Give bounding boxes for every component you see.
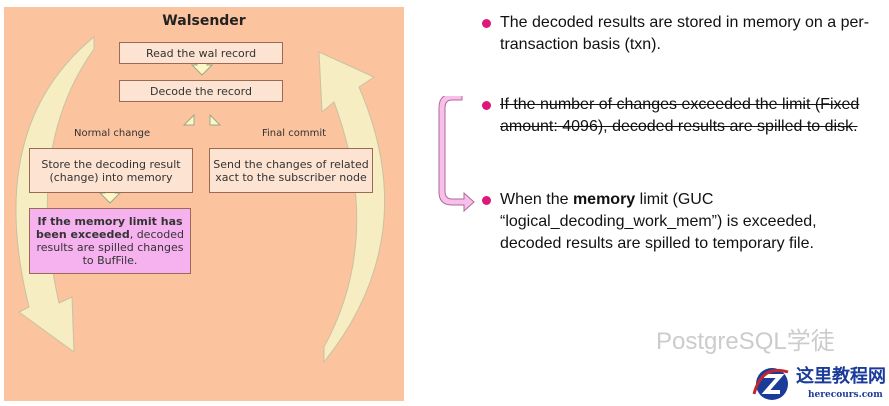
bullet-3: When the memory limit (GUC “logical_deco… bbox=[500, 189, 870, 255]
send-box: Send the changes of related xact to the … bbox=[209, 148, 373, 193]
watermark: PostgreSQL学徒 bbox=[656, 328, 835, 355]
logo-url: herecours.com bbox=[808, 390, 883, 400]
bullet-dot bbox=[482, 19, 491, 28]
final-commit-label: Final commit bbox=[262, 128, 327, 139]
b3-post: limit (GUC “logical_decoding_work_mem”) … bbox=[500, 191, 817, 252]
spill-bold: If the memory limit has been exceeded bbox=[36, 215, 183, 241]
left-branch-arrow-icon bbox=[182, 113, 195, 126]
bullet-dot bbox=[482, 196, 491, 205]
b3-bold: memory bbox=[572, 191, 636, 208]
decode-box: Decode the record bbox=[119, 80, 283, 102]
store-box: Store the decoding result (change) into … bbox=[29, 148, 193, 193]
cycle-arrows bbox=[15, 35, 386, 364]
right-branch-arrow-icon bbox=[209, 113, 222, 126]
logo-icon bbox=[752, 368, 789, 400]
walsender-panel: Walsender Read the wal record Decode the… bbox=[4, 7, 404, 401]
right-curved-arrow bbox=[318, 51, 386, 364]
bracket-arrow bbox=[438, 96, 475, 213]
read-wal-box: Read the wal record bbox=[119, 42, 283, 64]
left-curved-arrow bbox=[15, 35, 95, 354]
spill-box: If the memory limit has been exceeded, d… bbox=[29, 208, 191, 274]
logo-cn: 这里教程网 bbox=[796, 366, 886, 387]
b3-pre: When the bbox=[500, 191, 573, 208]
bullet-2-struck: If the number of changes exceeded the li… bbox=[500, 96, 860, 135]
bullet-1: The decoded results are stored in memory… bbox=[500, 14, 870, 53]
normal-change-label: Normal change bbox=[74, 128, 151, 139]
diagram-title: Walsender bbox=[162, 13, 246, 29]
bullet-dot bbox=[482, 101, 491, 110]
spill-rest: , decoded results are spilled changes to… bbox=[36, 228, 184, 267]
